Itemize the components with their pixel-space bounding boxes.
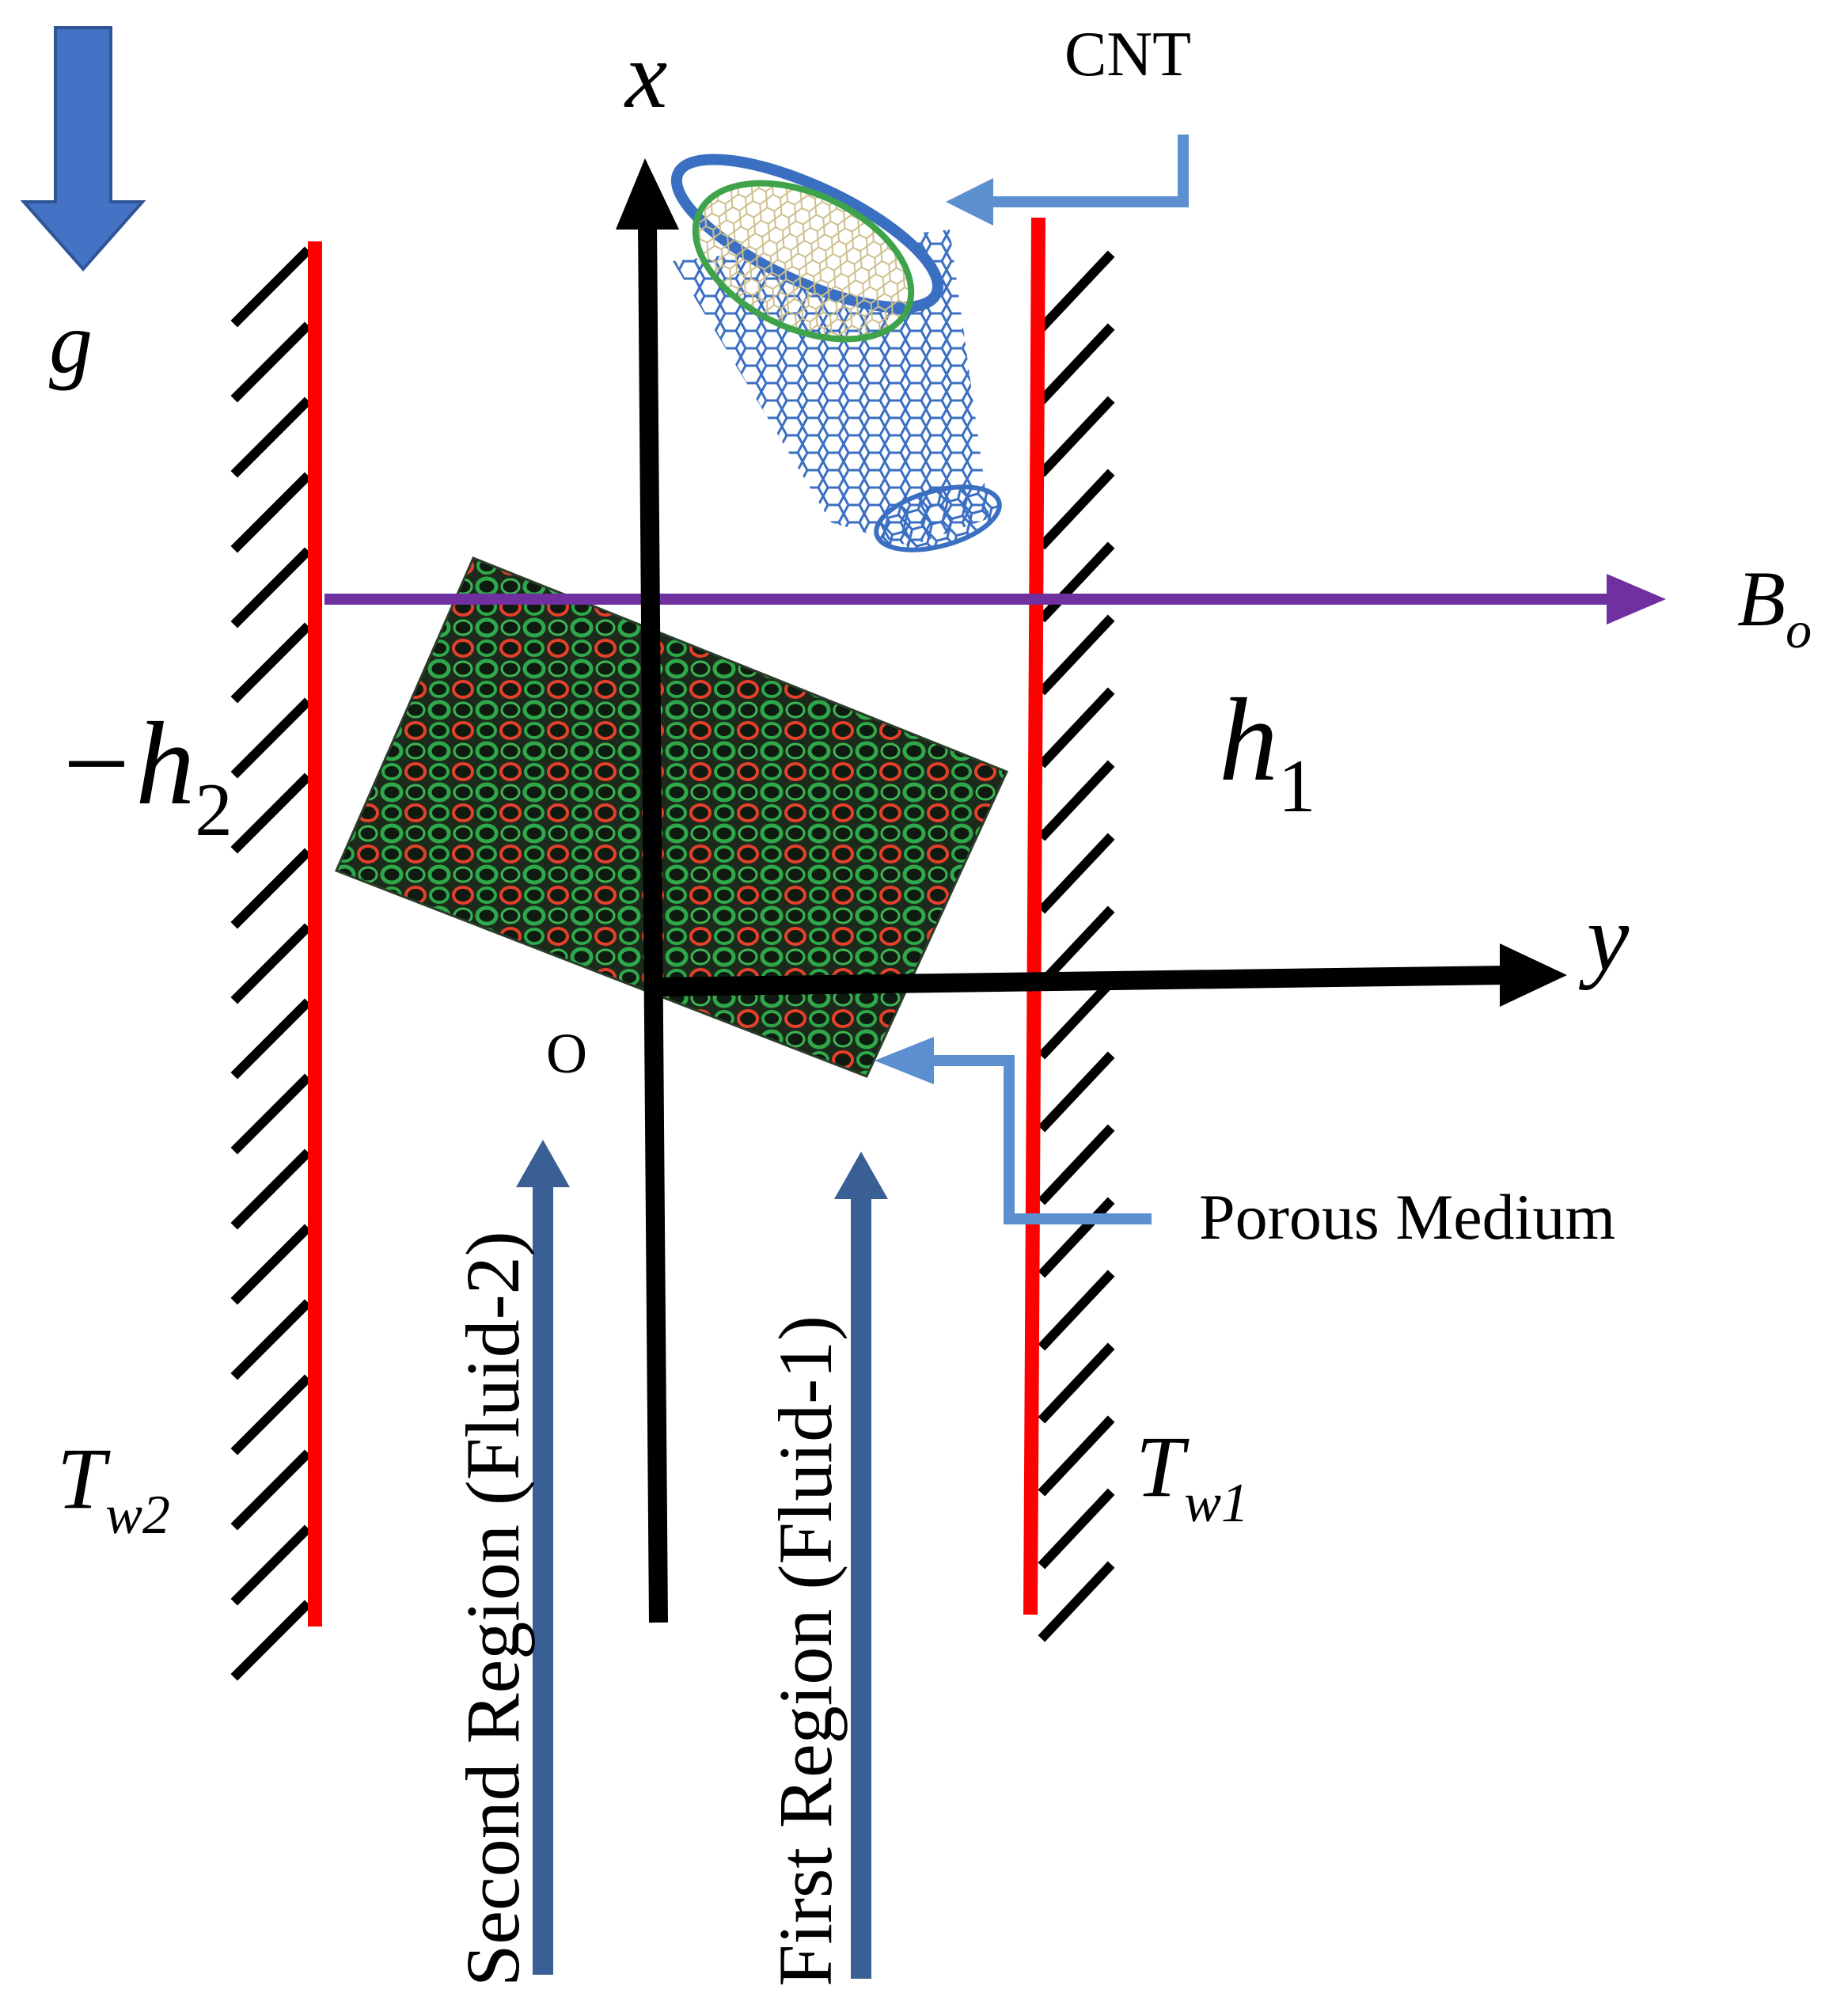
cnt-label: CNT	[1064, 20, 1191, 89]
hatch-mark	[1038, 833, 1115, 914]
y-axis-arrow	[656, 943, 1567, 1007]
hatch-mark	[1038, 1342, 1115, 1424]
h2-subscript: 2	[195, 768, 233, 852]
hatch-mark	[1038, 469, 1115, 550]
hatch-mark	[230, 1524, 312, 1606]
first-region-label: First Region (Fluid-1)	[763, 1315, 848, 1987]
porous-medium-label: Porous Medium	[1199, 1181, 1615, 1253]
hatch-mark	[230, 547, 312, 628]
hatch-mark	[230, 697, 312, 779]
hatch-mark	[230, 1600, 312, 1681]
hatch-mark	[230, 1299, 312, 1380]
hatch-mark	[230, 772, 312, 854]
hatch-mark	[1038, 1561, 1115, 1642]
hatch-mark	[230, 1073, 312, 1155]
origin-label: O	[546, 1022, 587, 1085]
x-axis-label: x	[624, 22, 667, 127]
left-wall-hatching	[230, 246, 312, 1681]
hatch-mark	[230, 472, 312, 553]
hatch-mark	[230, 998, 312, 1080]
tw1-subscript: w1	[1184, 1473, 1249, 1534]
hatch-mark	[230, 1224, 312, 1305]
x-axis-arrow	[616, 158, 679, 1623]
magnetic-field-arrow	[324, 574, 1666, 624]
hatch-mark	[1038, 1415, 1115, 1497]
tw1-label: Tw1	[1136, 1418, 1249, 1534]
hatch-mark	[1038, 250, 1115, 332]
hatch-mark	[1038, 396, 1115, 477]
hatch-mark	[1038, 323, 1115, 404]
right-wall-hatching	[1038, 250, 1115, 1642]
h2-label: −h2	[55, 698, 233, 852]
h1-subscript: 1	[1278, 744, 1316, 828]
tw2-symbol: T	[57, 1430, 111, 1527]
hatch-mark	[1038, 1124, 1115, 1205]
hatch-mark	[230, 321, 312, 403]
hatch-mark	[230, 923, 312, 1004]
right-wall	[1023, 217, 1045, 1615]
porous-medium-callout-arrow	[875, 1037, 1152, 1224]
hatch-mark	[1038, 541, 1115, 623]
hatch-mark	[1038, 1270, 1115, 1351]
porous-medium-block	[334, 556, 1009, 1078]
tw2-subscript: w2	[105, 1485, 170, 1546]
hatch-mark	[1038, 905, 1115, 987]
first-region-flow-arrow	[834, 1152, 888, 1979]
second-region-flow-arrow	[516, 1140, 570, 1975]
second-region-label: Second Region (Fluid-2)	[450, 1231, 535, 1987]
magnetic-field-subscript: o	[1785, 602, 1812, 659]
hatch-mark	[1038, 687, 1115, 769]
tw1-symbol: T	[1136, 1418, 1190, 1515]
tw2-label: Tw2	[57, 1430, 170, 1546]
h1-label: h1	[1219, 674, 1316, 828]
hatch-mark	[230, 1374, 312, 1456]
hatch-mark	[230, 1148, 312, 1230]
carbon-nanotube-icon	[670, 154, 1002, 552]
gravity-label: g	[49, 294, 93, 391]
hatch-mark	[230, 848, 312, 929]
hatch-mark	[230, 397, 312, 478]
hatch-mark	[230, 622, 312, 704]
magnetic-field-label: Bo	[1737, 555, 1812, 659]
y-axis-label: y	[1578, 885, 1630, 990]
hatch-mark	[1038, 978, 1115, 1060]
hatch-mark	[1038, 1051, 1115, 1133]
magnetic-field-symbol: B	[1737, 555, 1785, 643]
h2-symbol: −h	[55, 698, 195, 829]
cnt-callout-arrow	[946, 135, 1189, 226]
hatch-mark	[1038, 1488, 1115, 1570]
hatch-mark	[230, 1449, 312, 1531]
h1-symbol: h	[1219, 674, 1278, 806]
gravity-arrow-icon	[20, 26, 146, 272]
hatch-mark	[1038, 760, 1115, 841]
hatch-mark	[230, 246, 312, 328]
hatch-mark	[1038, 614, 1115, 696]
